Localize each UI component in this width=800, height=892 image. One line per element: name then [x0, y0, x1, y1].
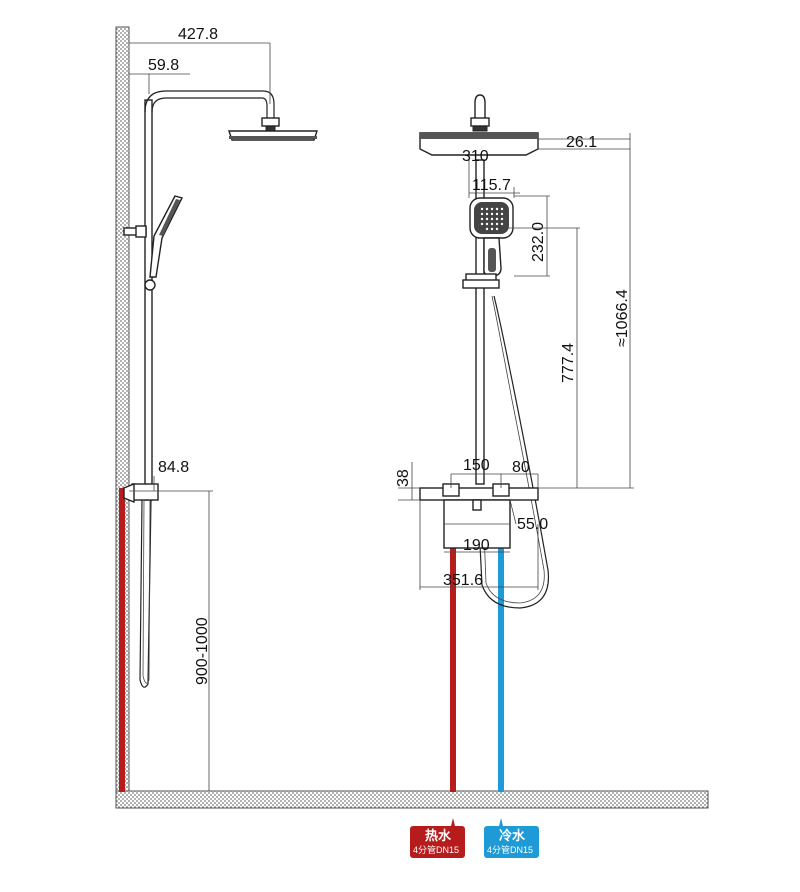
- dim-valve-height: 900-1000: [194, 617, 211, 685]
- front-hot-pipe: [450, 505, 456, 792]
- dim-valve-depth: 84.8: [158, 459, 189, 476]
- dim-handshower-width: 115.7: [472, 177, 511, 194]
- dim-valve-depth-front: 55.0: [517, 516, 548, 533]
- side-hose-knob: [144, 279, 156, 291]
- dim-total-height: ≈1066.4: [614, 289, 631, 347]
- front-shower-arm: [474, 94, 486, 118]
- side-shower-arm: [144, 90, 275, 118]
- dim-head-width: 310: [462, 148, 489, 165]
- hot-badge-sub: 4分管DN15: [413, 844, 459, 855]
- front-slide-bar: [475, 159, 485, 485]
- side-head-neck: [265, 125, 276, 132]
- side-head-connector: [261, 117, 280, 127]
- cold-badge-sub: 4分管DN15: [487, 844, 533, 855]
- dim-head-thickness: 26.1: [566, 134, 597, 151]
- dim-overall-width: 351.6: [443, 572, 483, 589]
- spray-dots: [480, 207, 504, 231]
- dim-head-reach: 427.8: [178, 26, 218, 43]
- cold-water-badge: 冷水 4分管DN15: [484, 818, 539, 858]
- front-view: 26.1 310 115.7 232.0 777.4 ≈1066.4 38 15…: [395, 94, 634, 792]
- side-hose: [139, 499, 152, 688]
- front-cold-pipe: [498, 505, 504, 792]
- hot-water-badge: 热水 4分管DN15: [410, 818, 465, 858]
- front-hose: [477, 295, 550, 609]
- dim-handshower-height: 232.0: [530, 222, 547, 262]
- floor: [115, 790, 709, 809]
- front-valve-bar: [419, 487, 539, 501]
- dim-arm-offset: 59.8: [148, 57, 179, 74]
- dim-valve-width: 190: [463, 537, 490, 554]
- dim-valve-h: 38: [395, 469, 412, 487]
- dim-valve-side: 80: [512, 459, 530, 476]
- cold-badge-title: 冷水: [499, 828, 526, 843]
- side-hot-pipe: [119, 488, 125, 792]
- hot-badge-title: 热水: [425, 828, 452, 843]
- dim-bar-height: 777.4: [560, 343, 577, 383]
- side-hand-shower: [149, 195, 184, 278]
- side-slide-bar: [144, 99, 153, 501]
- side-view: 427.8 59.8 84.8 900-1000: [119, 26, 318, 792]
- dim-valve-center: 150: [463, 457, 490, 474]
